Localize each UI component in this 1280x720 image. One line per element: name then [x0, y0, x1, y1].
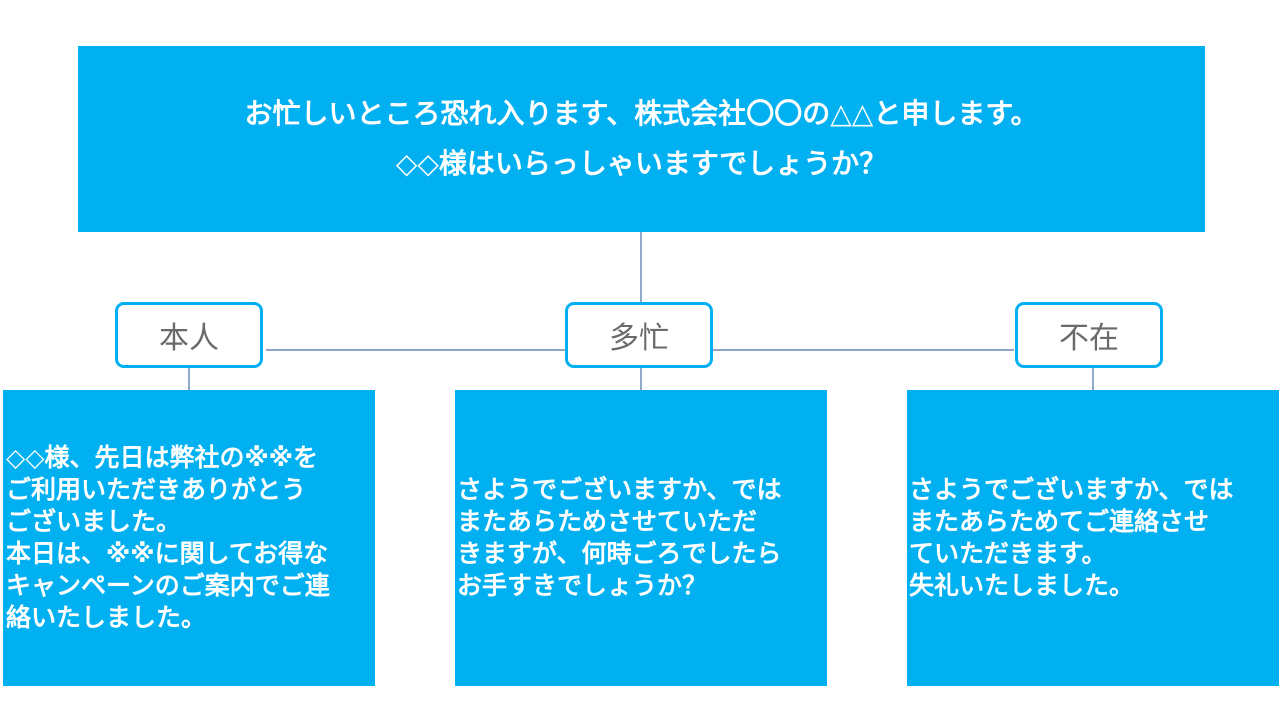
content-line: ご利用いただきありがとう	[6, 475, 307, 504]
content-line: ていただきます。	[909, 539, 1107, 568]
content-line: 失礼いたしました。	[909, 571, 1135, 600]
content-line: お手すきでしょうか？	[457, 571, 708, 600]
branch-content-absent: さようでございますか、では またあらためてご連絡させ ていただきます。 失礼いた…	[907, 390, 1279, 686]
content-line: 本日は、※※に関してお得な	[6, 539, 329, 568]
content-line: またあらためさせていただ	[457, 507, 758, 536]
content-line: さようでございますか、では	[457, 475, 782, 504]
branch-label-busy: 多忙	[565, 302, 713, 368]
content-line: ◇◇様、先日は弊社の※※を	[6, 443, 319, 472]
branch-label-self: 本人	[115, 302, 263, 368]
content-line: さようでございますか、では	[909, 475, 1234, 504]
greeting-line-2: ◇◇様はいらっしゃいますでしょうか？	[395, 147, 888, 180]
content-line: ございました。	[6, 507, 182, 536]
content-line: キャンペーンのご案内でご連	[6, 571, 330, 600]
branch-label-absent: 不在	[1015, 302, 1163, 368]
greeting-line-1: お忙しいところ恐れ入ります、株式会社〇〇の△△と申します。	[244, 97, 1039, 130]
content-line: きますが、何時ごろでしたら	[457, 539, 782, 568]
content-line: 絡いたしました。	[6, 603, 207, 632]
greeting-box: お忙しいところ恐れ入ります、株式会社〇〇の△△と申します。 ◇◇様はいらっしゃい…	[78, 46, 1205, 232]
branch-content-self: ◇◇様、先日は弊社の※※を ご利用いただきありがとう ございました。 本日は、※…	[3, 390, 375, 686]
branch-content-busy: さようでございますか、では またあらためさせていただ きますが、何時ごろでしたら…	[455, 390, 827, 686]
content-line: またあらためてご連絡させ	[909, 507, 1210, 536]
